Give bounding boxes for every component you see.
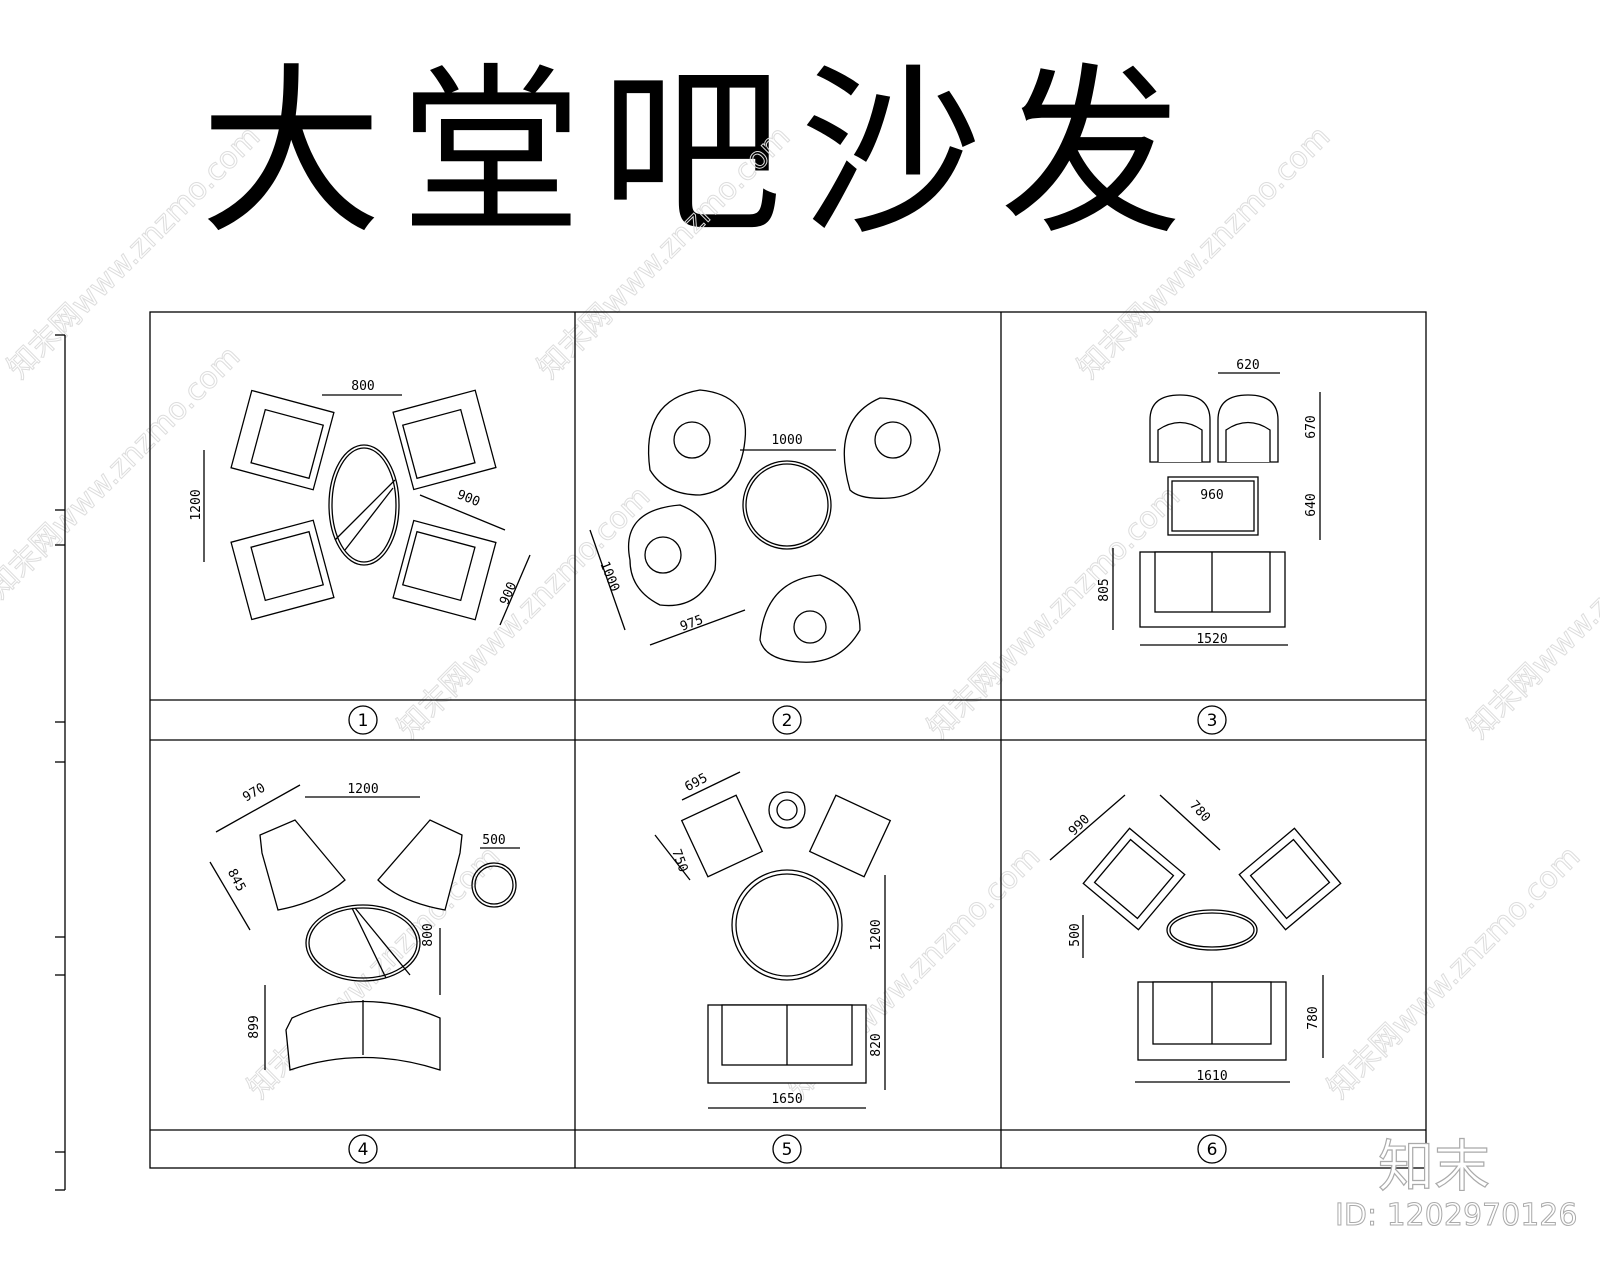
left-ruler (55, 334, 66, 1191)
sofa (1137, 981, 1287, 1061)
dimension-label: 820 (869, 1033, 884, 1056)
round-table (731, 869, 843, 981)
round-table (742, 460, 832, 550)
dimension-label: 1200 (869, 919, 884, 950)
panel-number-3: 3 (1197, 705, 1227, 735)
curved-sofa (285, 1000, 441, 1071)
dimension-label: 1200 (347, 782, 378, 797)
dimension-label: 780 (1306, 1006, 1321, 1029)
side-table (768, 791, 806, 829)
armchair (230, 389, 497, 621)
panel-number-5: 5 (772, 1134, 802, 1164)
side-table (471, 862, 517, 908)
armchair (1082, 827, 1342, 931)
sofa (707, 1004, 867, 1084)
oval-table (328, 444, 400, 566)
svg-text:4: 4 (358, 1140, 369, 1160)
layout-6: 990 780 500 780 1610 (1049, 794, 1342, 1084)
dimension-label: 750 (668, 847, 690, 874)
panel-number-6: 6 (1197, 1134, 1227, 1164)
dimension-lines (589, 449, 836, 646)
oval-table (305, 904, 421, 982)
dimension-label: 1650 (771, 1092, 802, 1107)
dimension-label: 900 (455, 487, 482, 510)
drawing-title: 大堂吧沙发 (200, 47, 1200, 259)
dimension-lines (654, 771, 886, 1109)
layout-1: 800 1200 900 900 (189, 379, 531, 626)
watermark-text: 知末网www.znzmo.com (0, 339, 247, 605)
dimension-label: 1610 (1196, 1069, 1227, 1084)
coffee-table (1167, 476, 1259, 536)
watermark-text: 知末网www.znzmo.com (391, 479, 657, 745)
dimension-label: 990 (1066, 812, 1093, 839)
svg-text:6: 6 (1207, 1140, 1218, 1160)
oval-table (1166, 909, 1258, 951)
dimension-label: 640 (1304, 493, 1319, 516)
svg-text:1: 1 (358, 711, 369, 731)
watermark-text: 知末网www.znzmo.com (1071, 119, 1337, 385)
watermark-text: 知末网www.znzmo.com (1321, 839, 1587, 1105)
dimension-label: 1000 (771, 433, 802, 448)
dimension-label: 899 (247, 1015, 262, 1038)
dimension-label: 670 (1304, 415, 1319, 438)
dimension-label: 970 (240, 781, 268, 806)
layout-4: 970 1200 500 845 800 899 (209, 781, 520, 1071)
watermark-text: 知末网www.znzmo.com (531, 119, 797, 385)
dimension-label: 500 (1068, 923, 1083, 946)
lounge-chair (628, 389, 941, 663)
dimension-label: 800 (351, 379, 374, 394)
svg-text:5: 5 (782, 1140, 793, 1160)
dimension-label: 975 (678, 613, 705, 635)
dimension-label: 800 (421, 923, 436, 946)
dimension-label: 845 (224, 866, 248, 894)
dimension-label: 780 (1186, 798, 1213, 825)
dimension-label: 1520 (1196, 632, 1227, 647)
dimension-label: 695 (682, 771, 710, 795)
layout-3: 620 670 960 640 805 1520 (1097, 358, 1321, 647)
panel-number-4: 4 (348, 1134, 378, 1164)
dimension-lines (1112, 372, 1321, 646)
watermark-logo: 知末 (1377, 1134, 1490, 1200)
armchair (259, 819, 463, 911)
layout-5: 695 750 1200 820 1650 (654, 771, 892, 1109)
layout-2: 1000 1000 975 (589, 389, 941, 663)
sofa (1139, 551, 1286, 628)
dimension-lines (209, 784, 520, 1070)
svg-text:3: 3 (1207, 711, 1218, 731)
dimension-label: 805 (1097, 578, 1112, 601)
dimension-lines (203, 394, 531, 626)
dimension-label: 620 (1236, 358, 1259, 373)
dimension-label: 1200 (189, 489, 204, 520)
dimension-lines (1049, 794, 1324, 1083)
panel-number-1: 1 (348, 705, 378, 735)
dimension-label: 500 (482, 833, 505, 848)
svg-text:2: 2 (782, 711, 793, 731)
armchair (680, 794, 892, 878)
dimension-label: 960 (1200, 488, 1223, 503)
watermark-id: ID: 1202970126 (1334, 1198, 1578, 1234)
watermark-text: 知末网www.znzmo.com (1461, 479, 1600, 745)
panel-number-2: 2 (772, 705, 802, 735)
panel-grid (149, 311, 1427, 1169)
armchair (1149, 394, 1279, 463)
dimension-label: 1000 (596, 559, 622, 594)
